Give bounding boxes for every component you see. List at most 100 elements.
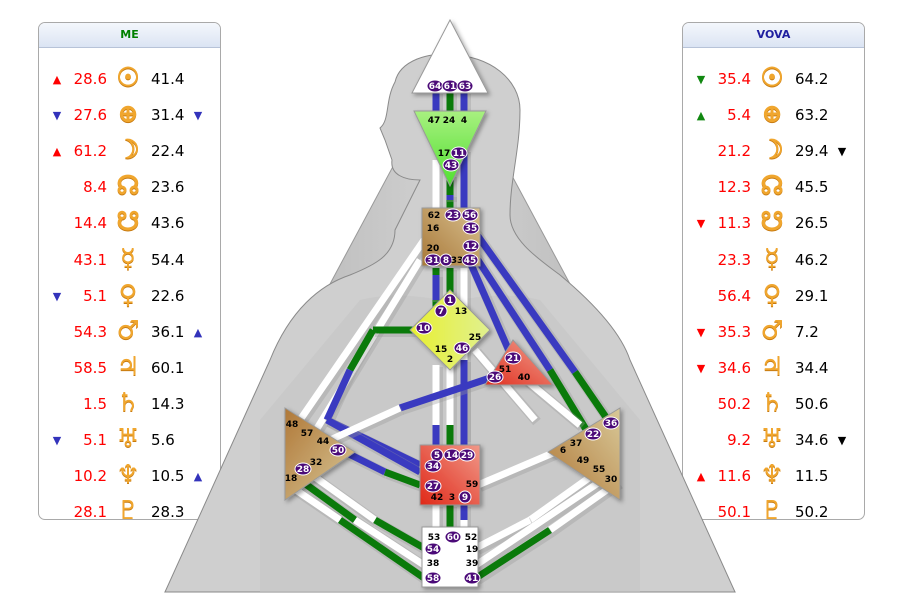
gate-58-label: 58 [427,574,440,584]
gate-55: 55 [593,465,606,475]
planet-row-neptune: 10.2♆10.5▲ [39,459,220,495]
gate-15: 15 [435,345,448,355]
gate-50: 50 [329,443,347,457]
design-arrow-icon: ▼ [52,434,62,447]
gate-7: 7 [434,304,448,318]
design-value: 27.6 [73,106,107,125]
gate-33: 33 [451,256,464,266]
head-center [411,18,489,94]
personality-arrow-icon: ▼ [837,145,847,159]
gate-28-activation-badge [294,462,312,476]
earth-icon: ⊕ [761,99,783,130]
gate-43-label: 43 [445,161,458,171]
design-value: 50.2 [717,394,751,413]
personality-arrow-icon: ▼ [193,109,203,123]
channel-59-6 [476,446,562,489]
channel-12-22-g [547,368,593,438]
gate-3: 3 [449,493,455,503]
personality-value: 36.1 [151,322,185,341]
moon-icon: ☽ [116,135,140,166]
gate-49: 49 [577,456,590,466]
gate-64: 64 [426,79,444,93]
gate-24: 24 [443,116,456,126]
design-arrow-icon: ▲ [696,470,706,484]
gate-51-label: 51 [499,365,512,375]
gate-6: 6 [560,446,566,456]
design-value: 34.6 [717,358,751,377]
mercury-icon: ☿ [120,243,136,274]
planet-row-earth: ▼27.6⊕31.4▼ [39,98,220,134]
spleen-center [284,407,356,501]
design-value: 28.6 [73,70,107,88]
personality-value: 34.6 [795,431,829,449]
gate-60-activation-badge [444,530,462,544]
gate-12: 12 [462,239,480,253]
planet-row-venus: 56.4♀29.1 [683,279,864,315]
gate-48-label: 48 [286,420,299,430]
personality-value: 10.5 [151,467,185,486]
gate-30-label: 30 [605,475,618,485]
gate-47: 47 [428,116,441,126]
gate-26-activation-badge [486,370,504,384]
design-value: 23.3 [717,250,751,269]
channel-45-21 [466,260,517,362]
gate-27-label: 27 [427,482,440,492]
gate-56: 56 [461,208,479,222]
gate-17: 17 [438,149,451,159]
gate-59-label: 59 [466,480,479,490]
gate-62-label: 62 [428,211,441,221]
gate-12-activation-badge [462,239,480,253]
gate-23-label: 23 [447,211,460,221]
saturn-icon: ♄ [760,387,784,418]
planet-row-mars: 54.3♂36.1▲ [39,315,220,351]
gate-7-label: 7 [438,307,444,317]
gate-1-activation-badge [443,293,457,307]
gate-31-label: 31 [427,256,440,266]
gate-17-label: 17 [438,149,451,159]
channel-55-39 [474,472,612,568]
planet-row-moon: 21.2☽29.4▼ [683,134,864,170]
gate-40-label: 40 [518,373,531,383]
design-value: 56.4 [717,286,751,305]
design-arrow-icon: ▲ [52,145,62,159]
gate-13: 13 [455,307,468,317]
gate-7-activation-badge [434,304,448,318]
gate-60: 60 [444,530,462,544]
gate-41-label: 41 [466,574,479,584]
gate-48: 48 [286,420,299,430]
gate-25-label: 25 [469,333,482,343]
gate-34-activation-badge [424,459,442,473]
gate-1-label: 1 [447,296,453,306]
gate-11: 11 [450,146,468,160]
design-value: 11.6 [717,467,751,486]
channel-50-27 [343,448,387,476]
gate-52-label: 52 [465,533,478,543]
planet-row-earth: ▲5.4⊕63.2 [683,98,864,134]
gate-55-label: 55 [593,465,606,475]
gate-30: 30 [605,475,618,485]
gate-44: 44 [317,437,330,447]
gate-28-label: 28 [297,465,310,475]
personality-value: 14.3 [151,394,185,413]
planet-row-neptune: ▲11.6♆11.5 [683,459,864,495]
mars-icon: ♂ [116,315,140,346]
personality-value: 29.4 [795,142,829,161]
design-arrow-icon: ▼ [696,217,706,231]
personality-arrow-icon: ▲ [193,470,203,484]
design-value: 54.3 [73,322,107,341]
planet-row-uranus: ▼5.1♅5.6 [39,423,220,459]
south-node-icon: ☋ [760,207,784,238]
gate-56-activation-badge [461,208,479,222]
design-value: 58.5 [73,358,107,377]
jupiter-icon: ♃ [116,351,140,382]
gate-10: 10 [415,321,433,335]
personality-value: 63.2 [795,106,829,125]
gate-45-activation-badge [461,253,479,267]
gate-16: 16 [427,224,440,234]
gate-12-label: 12 [465,242,478,252]
design-value: 61.2 [73,142,107,161]
gate-64-label: 64 [429,82,442,92]
gate-21-label: 21 [507,354,520,364]
gate-19: 19 [466,545,479,555]
personality-value: 11.5 [795,467,829,486]
